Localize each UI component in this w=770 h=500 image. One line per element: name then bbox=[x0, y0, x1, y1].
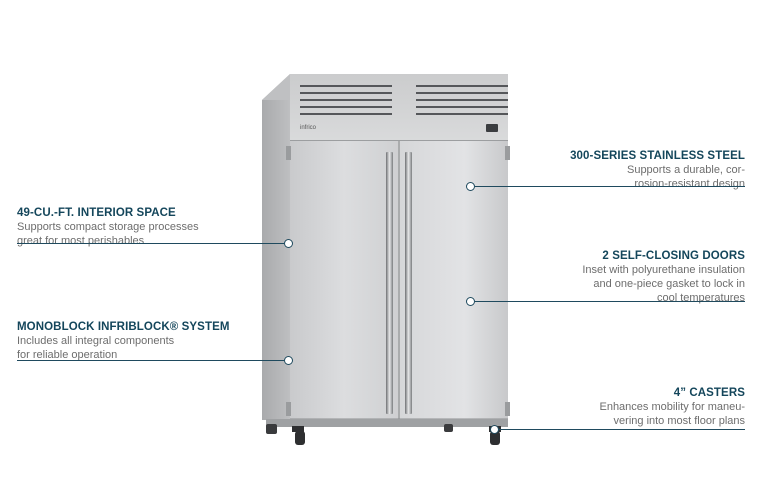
right-door-handle bbox=[405, 152, 412, 414]
feature-title: MONOBLOCK INFRIBLOCK® SYSTEM bbox=[17, 321, 230, 333]
hinge-top-left bbox=[286, 146, 291, 160]
feature-description: Inset with polyurethane insulation bbox=[582, 264, 745, 276]
feature-title: 2 SELF-CLOSING DOORS bbox=[602, 250, 745, 262]
feature-description: Includes all integral components bbox=[17, 335, 175, 347]
feature-title: 300-SERIES STAINLESS STEEL bbox=[570, 150, 745, 162]
marker-dot-casters bbox=[490, 425, 499, 434]
leader-line-monoblock bbox=[17, 360, 284, 361]
hinge-bottom-right bbox=[505, 402, 510, 416]
feature-description: great for most perishables bbox=[17, 235, 145, 247]
callout-casters: 4” CASTERS Enhances mobility for maneu- … bbox=[599, 386, 745, 428]
right-vent bbox=[416, 85, 508, 115]
right-door bbox=[400, 141, 508, 419]
digital-display bbox=[486, 124, 498, 132]
feature-description: rosion-resistant design bbox=[634, 178, 745, 190]
leader-line-interior-space bbox=[17, 243, 284, 244]
marker-dot-stainless-steel bbox=[466, 182, 475, 191]
brand-logo: infrico bbox=[300, 125, 317, 131]
feature-description: Enhances mobility for maneu- bbox=[599, 401, 745, 413]
caster-middle bbox=[444, 424, 453, 432]
callout-monoblock: MONOBLOCK INFRIBLOCK® SYSTEM Includes al… bbox=[17, 320, 230, 362]
hinge-bottom-left bbox=[286, 402, 291, 416]
callout-stainless-steel: 300-SERIES STAINLESS STEEL Supports a du… bbox=[570, 149, 745, 191]
callout-self-closing-doors: 2 SELF-CLOSING DOORS Inset with polyuret… bbox=[582, 249, 745, 305]
feature-title: 49-CU.-FT. INTERIOR SPACE bbox=[17, 207, 176, 219]
cabinet-base bbox=[266, 419, 508, 427]
feature-description: Supports a durable, cor- bbox=[626, 164, 745, 176]
cabinet-side-panel bbox=[262, 74, 290, 420]
left-door-handle bbox=[386, 152, 393, 414]
callout-interior-space: 49-CU.-FT. INTERIOR SPACE Supports compa… bbox=[17, 206, 199, 248]
marker-dot-self-closing-doors bbox=[466, 297, 475, 306]
leader-line-casters bbox=[499, 429, 745, 430]
feature-description: Supports compact storage processes bbox=[17, 221, 199, 233]
marker-dot-interior-space bbox=[284, 239, 293, 248]
feature-description: and one-piece gasket to lock in bbox=[593, 278, 745, 290]
feature-description: for reliable operation bbox=[17, 349, 118, 361]
marker-dot-monoblock bbox=[284, 356, 293, 365]
feature-title: 4” CASTERS bbox=[673, 387, 745, 399]
caster-back-left bbox=[266, 424, 277, 434]
left-door bbox=[290, 141, 398, 419]
caster-front-left bbox=[292, 426, 305, 445]
left-vent bbox=[300, 85, 392, 115]
feature-description: cool temperatures bbox=[656, 292, 745, 304]
hinge-top-right bbox=[505, 146, 510, 160]
leader-line-self-closing-doors bbox=[475, 301, 745, 302]
leader-line-stainless-steel bbox=[475, 186, 745, 187]
feature-description: vering into most floor plans bbox=[613, 415, 745, 427]
